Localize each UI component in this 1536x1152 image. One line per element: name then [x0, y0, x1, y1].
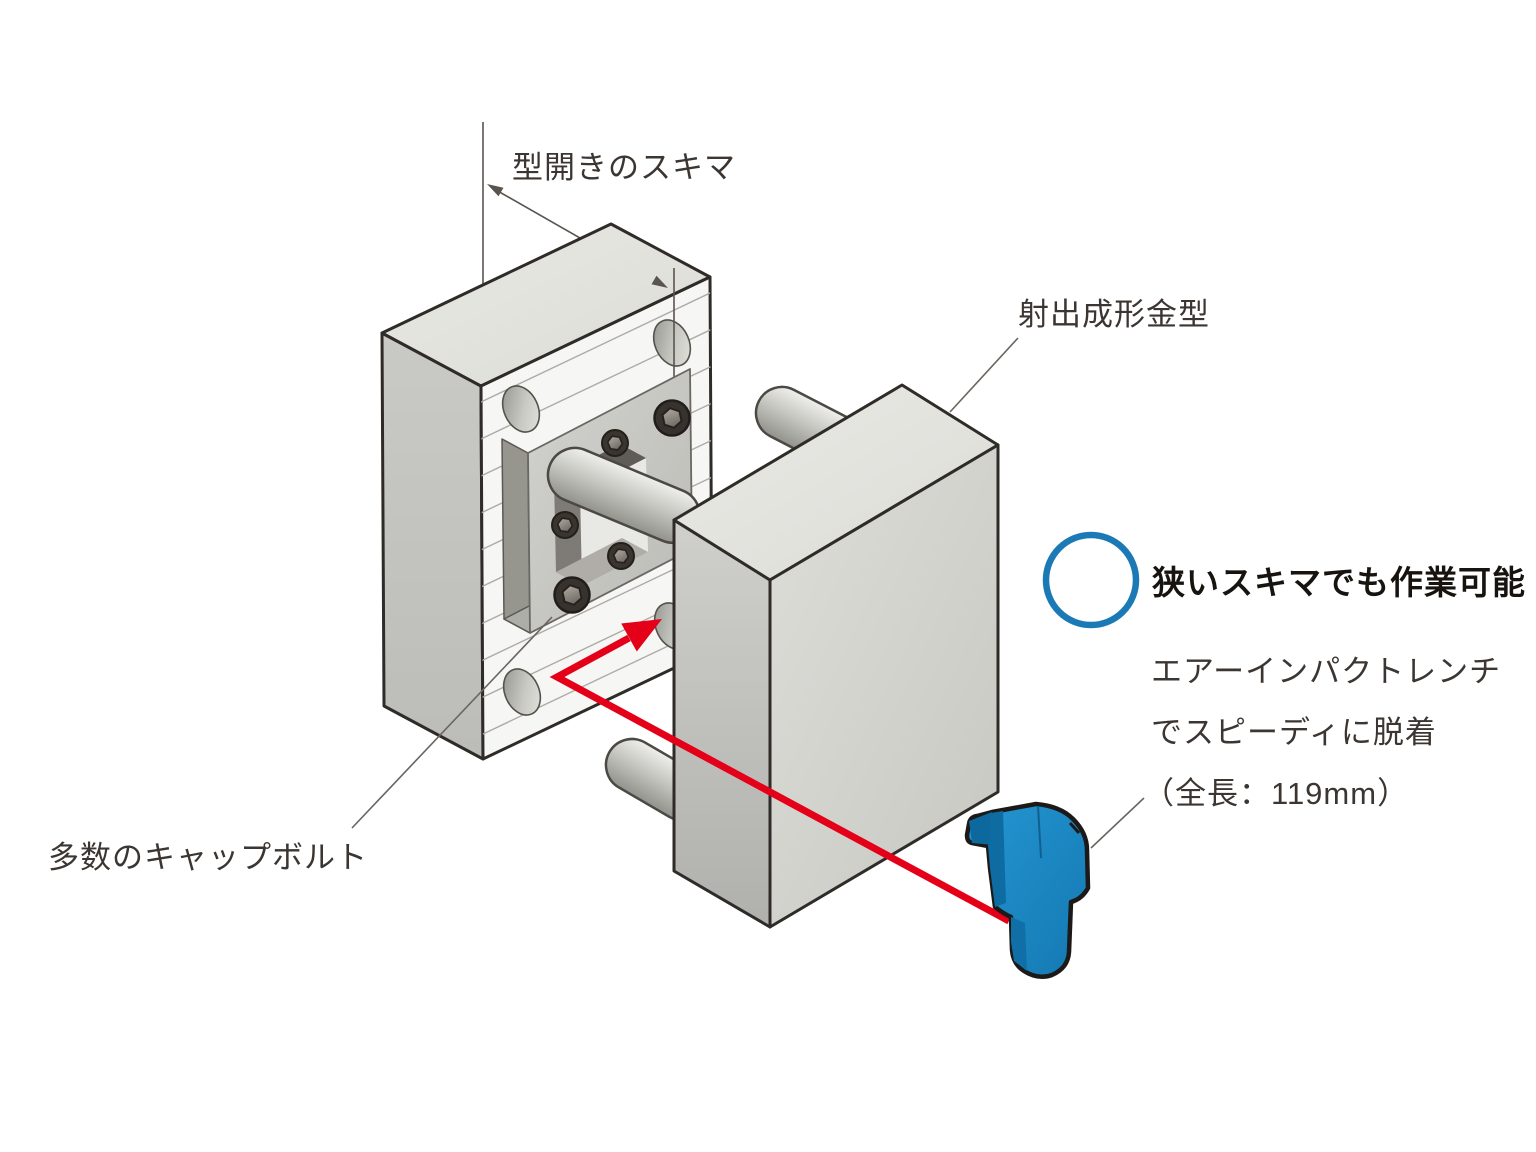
mold-label: 射出成形金型	[1018, 297, 1210, 332]
gap-dimension-label: 型開きのスキマ	[512, 150, 736, 185]
cap-bolt	[653, 399, 691, 437]
plate-left-wall	[501, 438, 531, 634]
leader-line-cap-bolts	[351, 616, 553, 829]
circle-outline-icon	[1042, 531, 1140, 629]
dimension-arrowhead-right-icon	[651, 275, 668, 288]
wrench-shade-shaft	[1011, 917, 1027, 971]
cap-bolt	[551, 511, 579, 539]
right-mold-left-face	[672, 518, 772, 929]
air-impact-wrench	[964, 801, 1091, 980]
leader-line-wrench	[1090, 797, 1145, 849]
callout-line-1: エアーインパクトレンチ	[1151, 654, 1501, 689]
cap-bolt	[553, 576, 591, 614]
right-mold-front-face	[768, 443, 1000, 929]
corner-hole	[502, 668, 542, 716]
callout-heading: 狭いスキマでも作業可能	[1152, 564, 1526, 601]
arrow-shaft	[549, 634, 1011, 925]
wrench-shade-left	[988, 811, 1006, 907]
arrowhead-icon	[621, 619, 662, 652]
removal-direction-arrow	[549, 619, 1011, 925]
left-mold-side-face	[380, 331, 485, 761]
cap-bolt	[607, 542, 635, 570]
leader-line-mold-label	[949, 337, 1019, 413]
wrench-notch	[1068, 821, 1081, 835]
corner-hole	[501, 385, 541, 433]
wrench-air-inlet	[969, 812, 994, 845]
callout-line-3: （全長：119mm）	[1143, 776, 1409, 811]
corner-hole	[652, 319, 692, 367]
wrench-face-edge	[1037, 805, 1042, 859]
cap-bolts-label: 多数のキャップボルト	[48, 840, 368, 875]
cap-bolt	[601, 429, 629, 457]
left-mold-corner-holes	[501, 319, 693, 716]
callout-line-2: でスピーディに脱着	[1151, 715, 1437, 750]
dimension-arrowhead-left-icon	[487, 184, 504, 197]
right-mold-half	[672, 383, 1000, 929]
